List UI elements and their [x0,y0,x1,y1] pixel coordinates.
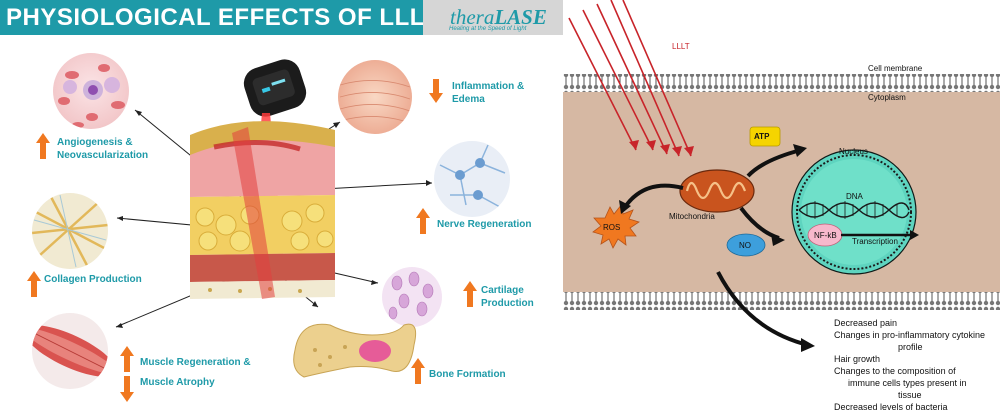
cartilage-label-line1: Cartilage [481,285,524,296]
muscle-up-arrow [120,346,134,372]
mitochondria-label: Mitochondria [669,212,715,221]
angiogenesis-up-arrow [36,133,50,159]
orange-indicator-arrows [27,79,477,402]
logo-background [423,0,563,35]
atp-badge [749,126,781,147]
cartilage-up-arrow [463,281,477,307]
muscle-label-line1: Muscle Regeneration & [140,357,251,368]
result-item: Changes in pro-inflammatory cytokine [834,330,986,340]
nfkb-label: NF-kB [814,231,837,240]
inflammation-label-line1: Inflammation & [452,81,525,92]
nerve-image [434,141,510,217]
nerve-up-arrow [416,208,430,234]
angiogenesis-label-line2: Neovascularization [57,150,149,161]
nucleus [791,149,917,275]
muscle-label-line2: Muscle Atrophy [140,377,215,388]
cytoplasm-region [563,92,1000,292]
cartilage-image [382,267,442,327]
cell-membrane-top [563,74,1000,92]
dna-label: DNA [846,192,863,201]
header-bar [0,0,423,35]
bone-up-arrow [411,358,425,384]
skin-cross-section [190,121,335,299]
angiogenesis-image [53,53,129,129]
result-item: Decreased pain [834,318,898,328]
inflammation-label: Inflammation & Edema [452,80,524,106]
collagen-up-arrow [27,271,41,297]
no-molecule [726,233,766,257]
bone-label: Bone Formation [429,369,506,380]
no-label: NO [739,241,751,250]
laser-probe-device [243,59,307,117]
muscle-image [32,313,108,389]
result-item: Decreased levels of bacteria [834,402,948,412]
transcription-label: Transcription [852,237,898,246]
angiogenesis-label: Angiogenesis & Neovascularization [57,136,148,162]
result-item: Hair growth [834,354,881,364]
atp-label: ATP [754,132,770,141]
angiogenesis-label-line1: Angiogenesis & [57,137,133,148]
inflammation-image [338,60,412,134]
bone-image [293,323,417,378]
results-list: Decreased pain Changes in pro-inflammato… [834,317,985,413]
logo-brand-part1: thera [450,5,495,29]
cell-membrane-bottom [563,292,1000,310]
pathway-arrowheads [619,144,815,352]
inflammation-down-arrow [429,79,443,103]
lllt-light-rays [568,0,692,157]
result-item: Changes to the composition of [834,366,956,376]
page-title: PHYSIOLOGICAL EFFECTS OF LLLT [6,4,439,31]
result-item: immune cells types present in [848,378,967,388]
cartilage-label-line2: Production [481,298,534,309]
cytoplasm-label: Cytoplasm [868,93,906,102]
cell-membrane-label: Cell membrane [868,64,923,73]
lllt-label: LLLT [672,42,690,51]
lllt-effects-illustration [27,53,510,402]
result-item: profile [898,342,923,352]
nerve-label: Nerve Regeneration [437,219,532,230]
mitochondrion [679,169,755,213]
logo-tagline: Healing at the Speed of Light [449,26,527,32]
theralase-logo: theraLASE [450,5,547,30]
muscle-down-arrow [120,376,134,402]
collagen-label: Collagen Production [44,274,142,285]
connector-arrowheads [116,110,432,328]
ros-label: ROS [603,223,621,232]
transcription-arrowhead [910,230,919,240]
cartilage-label: Cartilage Production [481,284,534,310]
inflammation-label-line2: Edema [452,94,485,105]
nucleus-label: Nucleus [839,147,868,156]
lllt-ray-arrowheads [629,140,694,156]
collagen-image [32,193,108,269]
lllt-cell-mechanism-diagram [563,0,1000,352]
logo-brand-part2: LASE [494,5,547,29]
result-item: tissue [898,390,922,400]
